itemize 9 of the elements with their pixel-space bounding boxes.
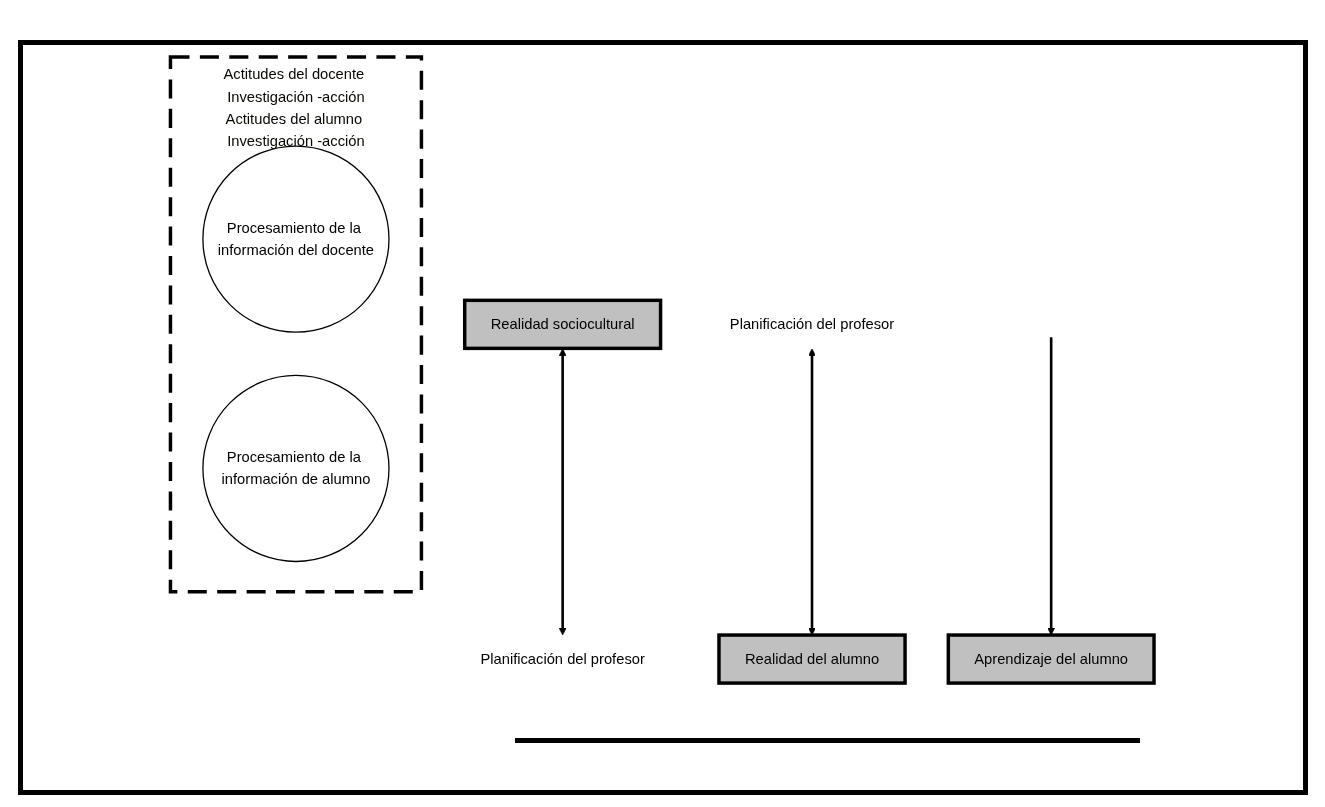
node-box: Realidad sociocultural xyxy=(463,298,663,351)
node-box: Aprendizaje del alumno xyxy=(946,633,1156,685)
arrow xyxy=(1047,337,1056,636)
node-box: Realidad del alumno xyxy=(717,633,908,685)
node-circle: Procesamiento de la información de alumno xyxy=(202,374,390,563)
arrow xyxy=(559,348,567,636)
arrow xyxy=(808,348,817,636)
node-text: Planificación del profesor xyxy=(730,315,895,333)
node-text: Planificación del profesor xyxy=(480,650,646,668)
